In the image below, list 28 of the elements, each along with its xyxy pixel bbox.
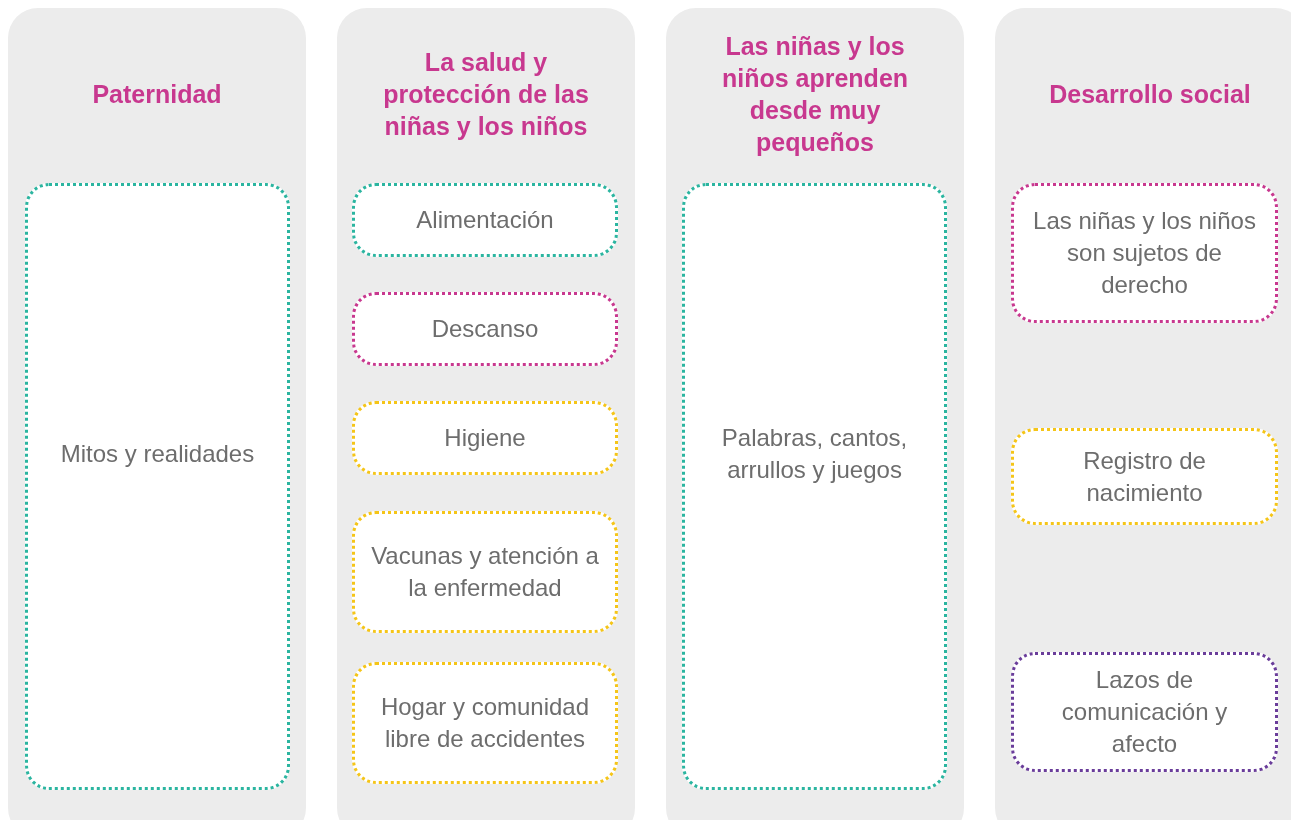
column-heading: La salud y protección de las niñas y los niños — [382, 47, 590, 142]
topic-label: Lazos de comunicación y afecto — [1060, 665, 1229, 759]
topic-label: Alimentación — [416, 205, 554, 235]
topic-box — [1011, 652, 1278, 772]
column-panel — [666, 8, 964, 820]
topic-box — [352, 511, 618, 633]
topic-box — [682, 183, 947, 790]
column-panel — [337, 8, 635, 820]
topic-label: Palabras, cantos, arrullos y juegos — [720, 422, 909, 485]
topic-box — [25, 183, 290, 790]
topic-box — [1011, 183, 1278, 323]
column-panel — [995, 8, 1291, 820]
topic-label: Descanso — [431, 314, 539, 344]
topic-box — [352, 401, 618, 475]
topic-box — [352, 292, 618, 366]
column-heading: Paternidad — [91, 79, 223, 110]
topic-box — [1011, 428, 1278, 525]
topic-label: Registro de nacimiento — [1082, 445, 1207, 508]
topic-label: Vacunas y atención a la enfermedad — [370, 541, 600, 603]
column-heading: Las niñas y los niños aprenden desde muy pequeños — [720, 31, 910, 158]
topic-label: Las niñas y los niños son sujetos de derecho — [1032, 206, 1257, 300]
topic-label: Mitos y realidades — [60, 438, 255, 469]
topic-box — [352, 662, 618, 784]
column-panel — [8, 8, 306, 820]
topic-label: Hogar y comunidad libre de accidentes — [379, 692, 591, 754]
topic-label: Higiene — [444, 423, 526, 453]
topic-box — [352, 183, 618, 257]
column-heading: Desarrollo social — [1048, 79, 1252, 110]
